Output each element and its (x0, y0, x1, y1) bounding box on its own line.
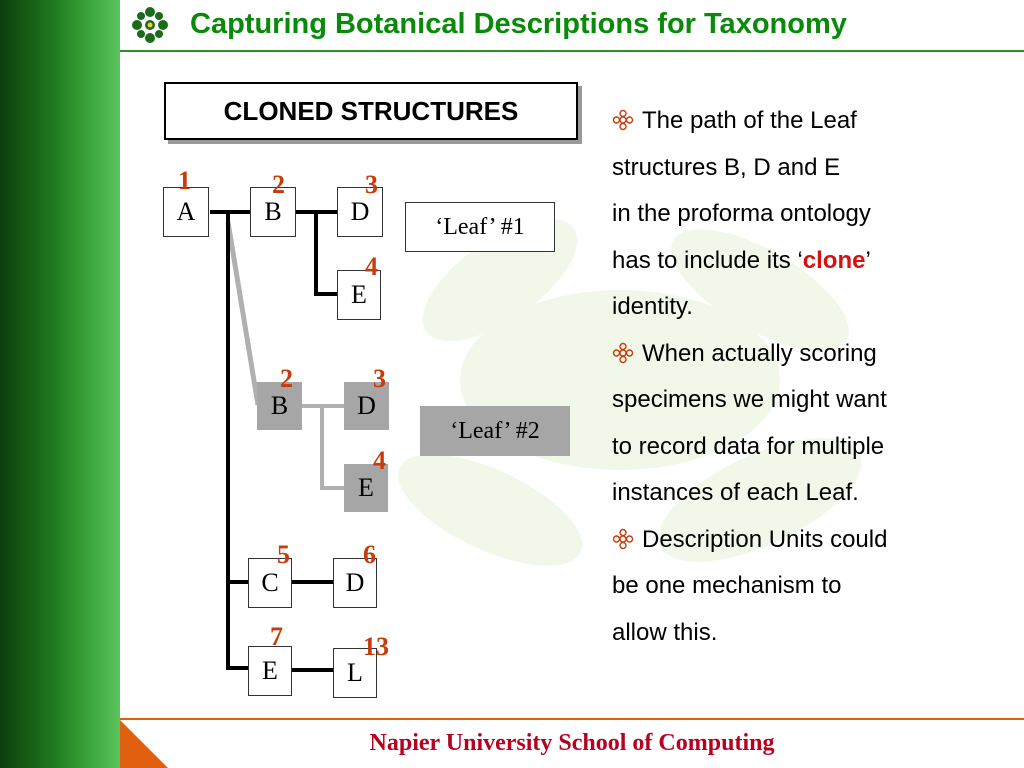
node-number: 5 (277, 540, 290, 569)
leaf-2-label: ‘Leaf’ #2 (420, 406, 570, 456)
bullet-line: identity. (612, 293, 693, 320)
logo (120, 0, 180, 50)
node-number: 4 (365, 252, 378, 281)
node-d-child-of-c: D (333, 558, 377, 608)
bullet-line: specimens we might want (612, 386, 887, 413)
node-l: L (333, 648, 377, 698)
bullet-line: Description Units could (612, 517, 1012, 564)
bullet-line: instances of each Leaf. (612, 479, 859, 506)
leaf-1-label: ‘Leaf’ #1 (405, 202, 555, 252)
node-e-clone: E (344, 464, 388, 512)
slide-title: Capturing Botanical Descriptions for Tax… (190, 8, 847, 40)
node-number: 3 (365, 170, 378, 199)
node-number: 4 (373, 446, 386, 475)
node-b-clone: B (257, 382, 302, 430)
node-number: 6 (363, 540, 376, 569)
footer-text: Napier University School of Computing (369, 730, 775, 756)
node-c: C (248, 558, 292, 608)
node-b: B (250, 187, 296, 237)
node-e: E (337, 270, 381, 320)
bullet-line: in the proforma ontology (612, 200, 871, 227)
bullet-text: When actually scoring (642, 339, 877, 367)
heading-box: CLONED STRUCTURES (164, 82, 578, 140)
bullet-text: The path of the Leaf (642, 107, 857, 134)
corner-triangle-decoration (120, 720, 168, 768)
bullet-line: The path of the Leaf (612, 98, 1012, 145)
bullet-line: allow this. (612, 618, 718, 646)
node-number: 2 (280, 364, 293, 393)
footer-rule (120, 718, 1024, 720)
bullet-text: ’ (865, 246, 871, 274)
node-d-clone: D (344, 382, 389, 430)
flower-emblem-icon (132, 7, 168, 43)
bullet-list: The path of the Leaf structures B, D and… (612, 98, 1012, 656)
header-rule (120, 50, 1024, 52)
node-number: 13 (363, 632, 389, 661)
bullet-line: to record data for multiple (612, 432, 885, 460)
flower-bullet-icon (612, 342, 634, 363)
node-number: 7 (270, 622, 283, 651)
node-e-lower: E (248, 646, 292, 696)
sidebar-gradient (0, 0, 120, 768)
flower-bullet-icon (612, 528, 634, 549)
bullet-text: Description Units could (642, 525, 888, 553)
node-number: 1 (178, 166, 191, 195)
node-number: 2 (272, 170, 285, 199)
clone-emphasis: clone (802, 246, 866, 274)
flower-bullet-icon (612, 109, 634, 131)
bullet-line: be one mechanism to (612, 572, 842, 599)
bullet-line: structures B, D and E (612, 153, 841, 181)
bullet-line: has to include its ‘clone’ (612, 238, 1012, 285)
bullet-text: has to include its ‘ (612, 246, 803, 274)
node-d: D (337, 187, 383, 237)
heading-text: CLONED STRUCTURES (223, 95, 519, 126)
node-a: A (163, 187, 209, 237)
bullet-line: When actually scoring (612, 331, 1012, 378)
node-number: 3 (373, 364, 386, 393)
